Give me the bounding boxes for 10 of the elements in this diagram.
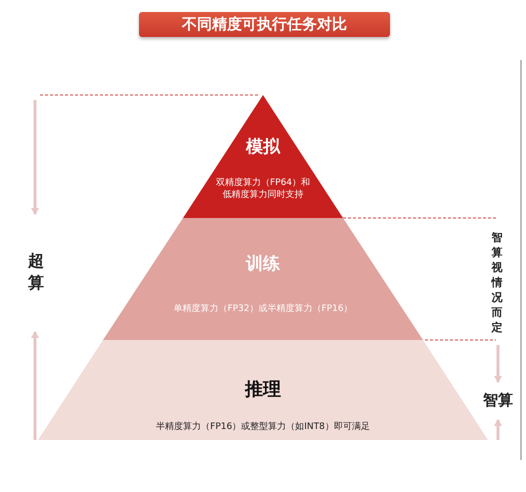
tier-heading: 训练 — [244, 252, 281, 274]
tier-description: 双精度算力（FP64）和低精度算力同时支持 — [214, 177, 312, 201]
side-label: 智算 — [482, 390, 514, 410]
side-note: 智算视情况而定 — [490, 230, 504, 335]
tier-description: 半精度算力（FP16）或整型算力（如INT8）即可满足 — [155, 421, 371, 433]
tier-heading: 模拟 — [244, 136, 282, 158]
tier-heading: 推理 — [244, 378, 282, 401]
side-label: 超算 — [27, 250, 45, 294]
tier-description: 单精度算力（FP32）或半精度算力（FP16） — [172, 303, 354, 315]
title-banner: 不同精度可执行任务对比 — [139, 12, 390, 37]
